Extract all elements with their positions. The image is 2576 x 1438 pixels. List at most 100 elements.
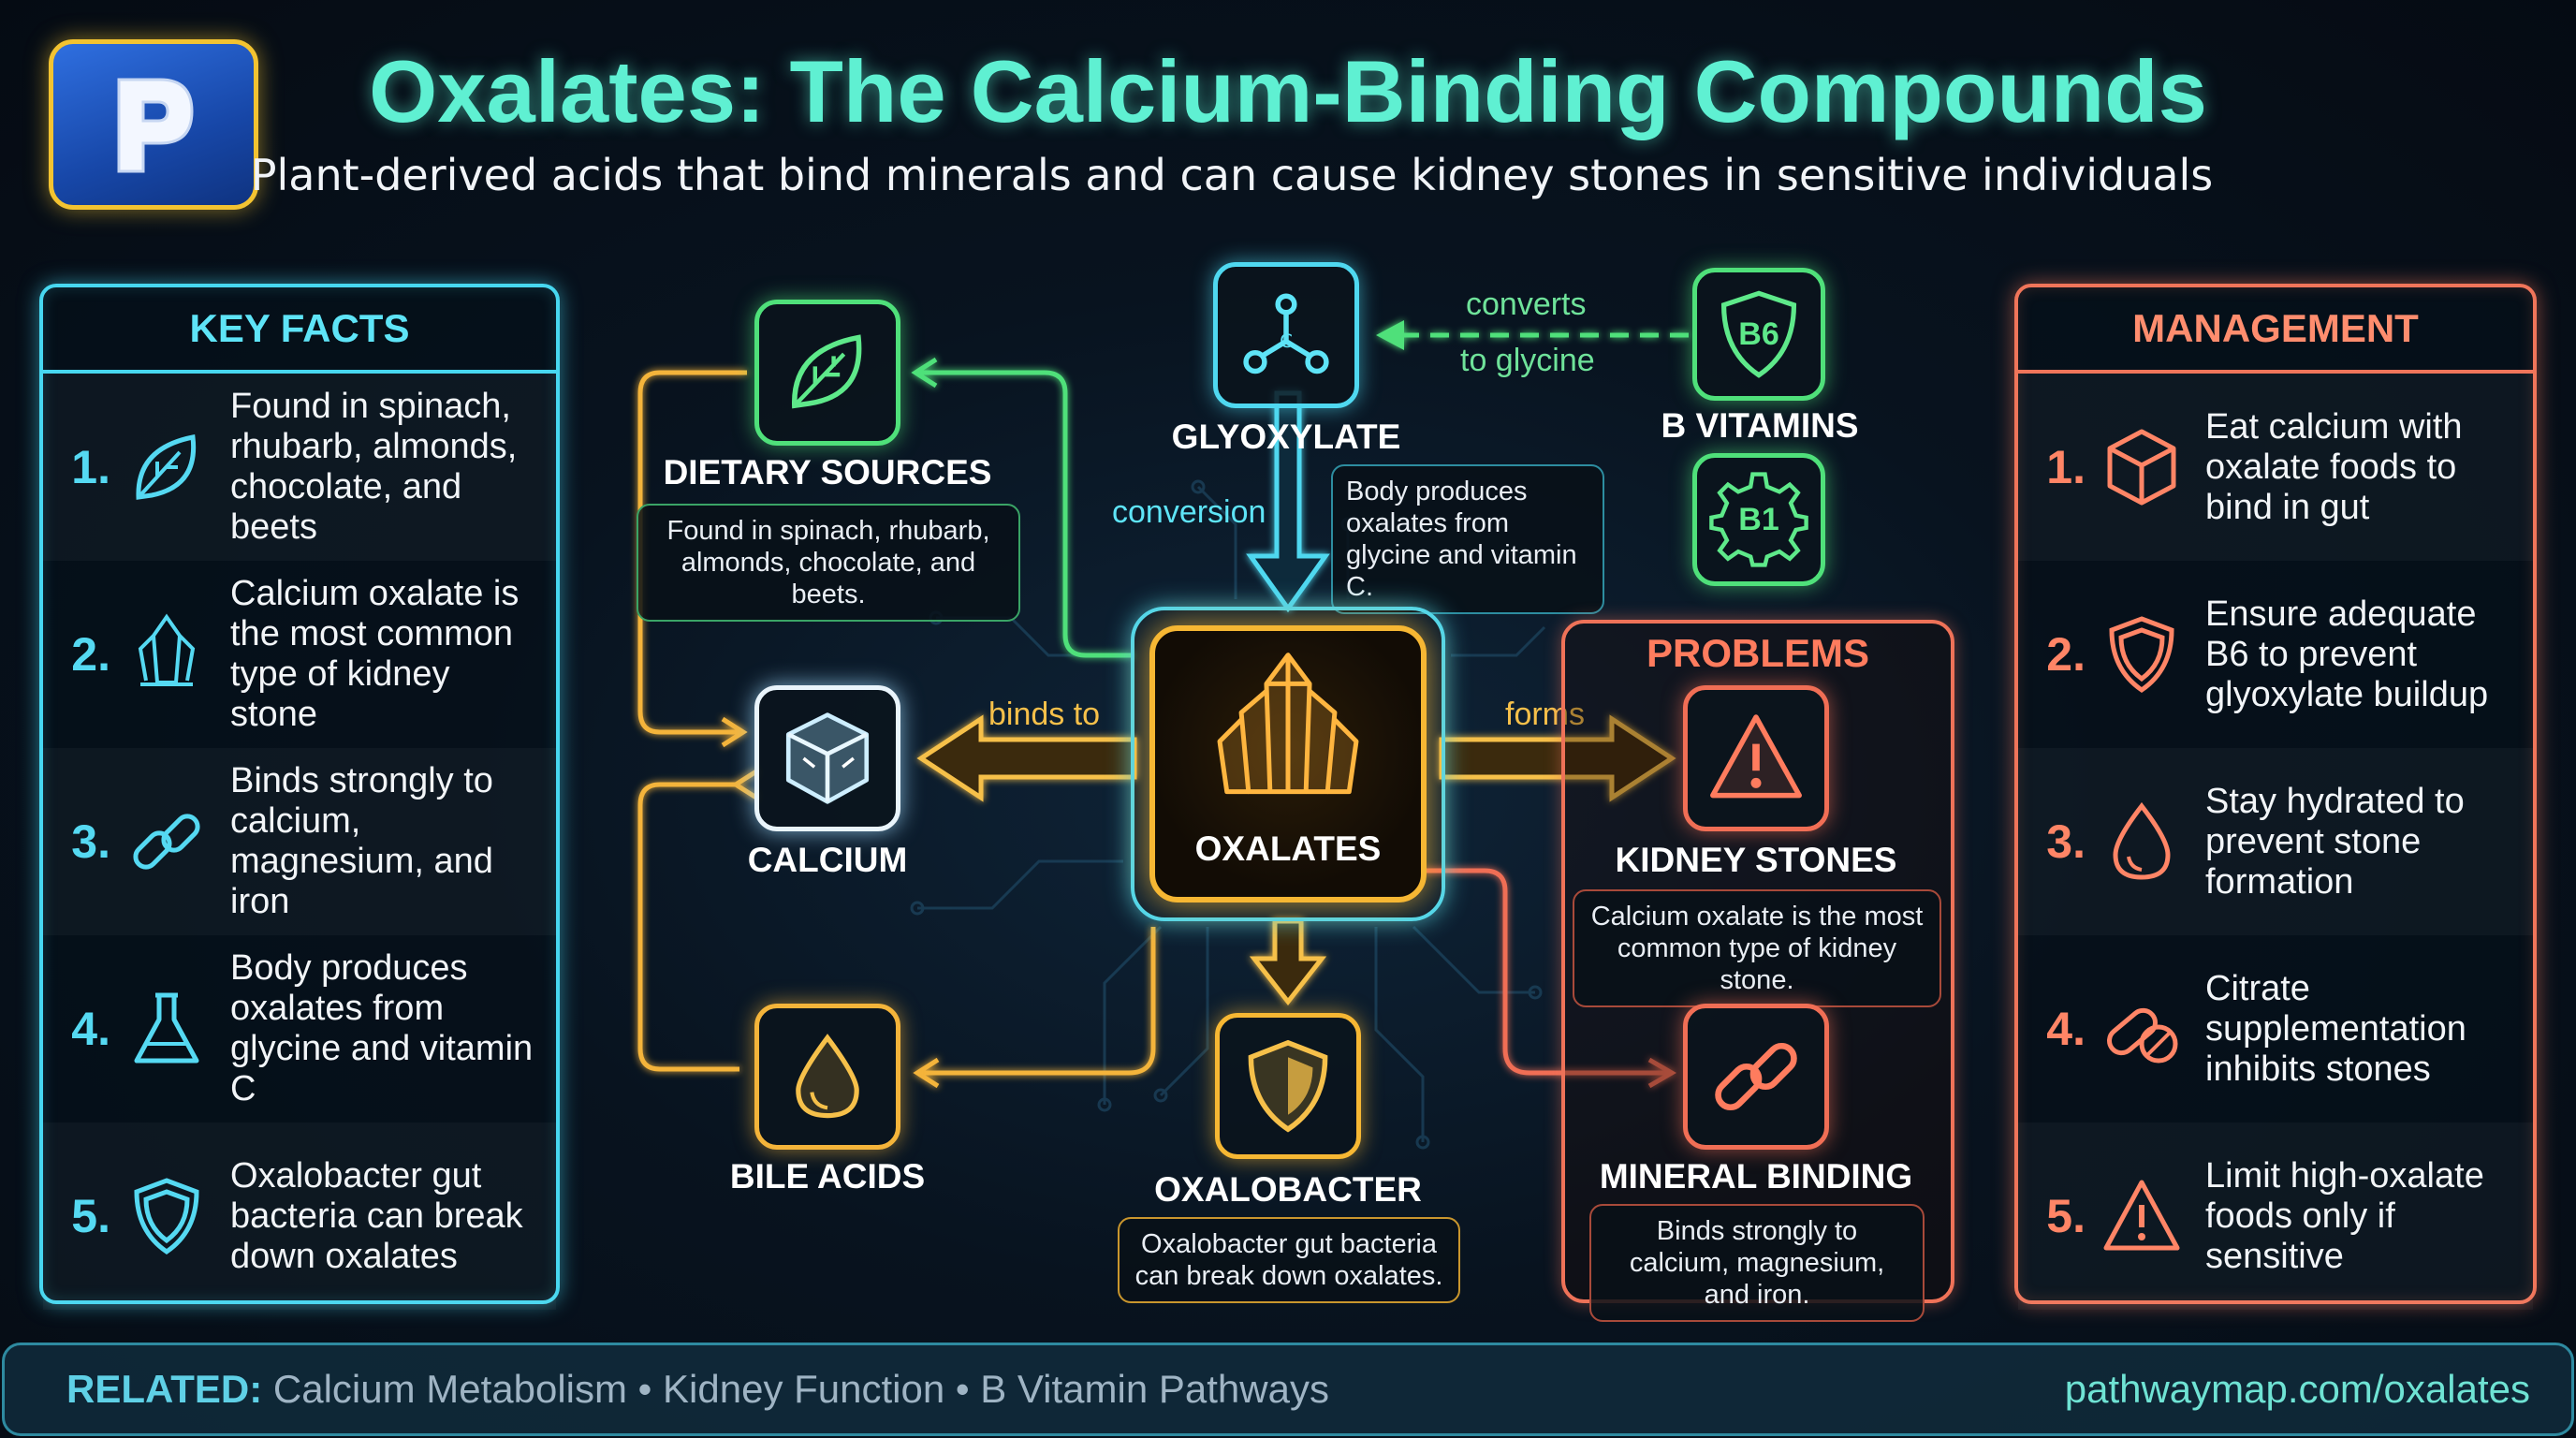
edge-label-binds-to: binds to	[988, 697, 1101, 732]
mineral-binding-desc: Binds strongly to calcium, magnesium, an…	[1589, 1204, 1925, 1322]
shield-icon	[1720, 290, 1797, 378]
dietary-sources-desc: Found in spinach, rhubarb, almonds, choc…	[637, 504, 1020, 622]
management-item: 2. Ensure adequate B6 to prevent glyoxyl…	[2018, 561, 2533, 748]
key-fact-text: Binds strongly to calcium, magnesium, an…	[230, 761, 493, 921]
vitamin-b6-node[interactable]: B6	[1692, 268, 1825, 401]
gear-icon	[1709, 472, 1808, 567]
related-links: RELATED: Calcium Metabolism • Kidney Fun…	[66, 1367, 1329, 1412]
footer-url-link[interactable]: pathwaymap.com/oxalates	[2064, 1367, 2530, 1411]
edge-label-converts: converts	[1466, 286, 1587, 322]
kidney-stones-label: KIDNEY STONES	[1615, 841, 1897, 879]
oxalates-center-node[interactable]: OXALATES	[1149, 625, 1427, 902]
management-item: 1. Eat calcium with oxalate foods to bin…	[2018, 374, 2533, 561]
edge-label-conversion: conversion	[1112, 494, 1266, 530]
key-facts-list: 1. Found in spinach, rhubarb, almonds, c…	[43, 374, 556, 1310]
edge-oxalates-dietary	[911, 357, 1133, 658]
oxalates-label: OXALATES	[1194, 829, 1382, 868]
key-facts-panel: KEY FACTS 1. Found in spinach, rhubarb, …	[39, 284, 560, 1304]
management-text: Stay hydrated to prevent stone formation	[2205, 781, 2465, 902]
key-fact-number: 1.	[71, 441, 110, 493]
management-text: Eat calcium with oxalate foods to bind i…	[2205, 406, 2463, 527]
dietary-sources-node[interactable]	[754, 300, 900, 446]
key-fact-number: 5.	[71, 1190, 110, 1242]
glyoxylate-node[interactable]: C	[1213, 262, 1359, 408]
vitamin-b6-text: B6	[1738, 315, 1779, 352]
key-fact-item: 3. Binds strongly to calcium, magnesium,…	[43, 748, 556, 935]
key-fact-item: 4. Body produces oxalates from glycine a…	[43, 935, 556, 1123]
key-fact-item: 5. Oxalobacter gut bacteria can break do…	[43, 1123, 556, 1310]
key-fact-number: 3.	[71, 815, 110, 868]
management-number: 2.	[2046, 628, 2086, 681]
kidney-stones-desc: Calcium oxalate is the most common type …	[1573, 889, 1941, 1007]
footer-bar: RELATED: Calcium Metabolism • Kidney Fun…	[2, 1343, 2574, 1436]
management-list: 1. Eat calcium with oxalate foods to bin…	[2018, 374, 2533, 1310]
mineral-binding-label: MINERAL BINDING	[1599, 1157, 1913, 1196]
edge-oxalates-bile	[913, 927, 1156, 1089]
management-number: 1.	[2046, 441, 2086, 493]
oxalobacter-label: OXALOBACTER	[1154, 1170, 1422, 1209]
edge-oxalates-calcium	[916, 714, 1137, 802]
b-vitamins-label: B VITAMINS	[1661, 406, 1859, 445]
oxalates-center-frame	[1131, 607, 1445, 921]
crystal-icon	[1217, 653, 1359, 795]
mineral-binding-node[interactable]	[1683, 1004, 1829, 1150]
bile-acids-label: BILE ACIDS	[729, 1157, 926, 1196]
calcium-node[interactable]	[754, 685, 900, 831]
chain-link-icon	[133, 814, 200, 870]
oxalobacter-desc: Oxalobacter gut bacteria can break down …	[1118, 1217, 1460, 1303]
management-number: 5.	[2046, 1190, 2086, 1242]
management-panel: MANAGEMENT 1. Eat calcium with oxalate f…	[2014, 284, 2537, 1304]
molecule-icon: C	[1243, 293, 1329, 374]
management-number: 4.	[2046, 1003, 2086, 1055]
key-fact-item: 2. Calcium oxalate is the most common ty…	[43, 561, 556, 748]
page-subtitle: Plant-derived acids that bind minerals a…	[250, 150, 2214, 200]
management-item: 4. Citrate supplementation inhibits ston…	[2018, 935, 2533, 1123]
bile-acids-node[interactable]	[754, 1004, 900, 1150]
dietary-sources-label: DIETARY SOURCES	[663, 453, 992, 492]
problems-heading: PROBLEMS	[1646, 631, 1869, 675]
edge-bvitamins-glyoxylate	[1376, 320, 1689, 350]
shield-icon	[134, 1178, 199, 1255]
management-item: 5. Limit high-oxalate foods only if sens…	[2018, 1123, 2533, 1310]
edge-label-forms: forms	[1505, 697, 1585, 732]
management-text: Ensure adequate B6 to prevent glyoxylate…	[2205, 594, 2489, 714]
vitamin-b1-node[interactable]: B1	[1692, 453, 1825, 586]
management-number: 3.	[2046, 815, 2086, 868]
pill-icon	[2107, 1007, 2178, 1064]
key-fact-text: Calcium oxalate is the most common type …	[230, 574, 520, 734]
leaf-icon	[136, 434, 197, 500]
edge-glyoxylate-oxalates	[1246, 390, 1330, 613]
leaf-icon	[792, 334, 862, 409]
cube-icon	[2107, 429, 2176, 506]
edge-oxalates-oxalobacter	[1249, 918, 1327, 1006]
management-text: Limit high-oxalate foods only if sensiti…	[2205, 1155, 2484, 1276]
ice-cube-icon	[785, 712, 870, 804]
oxalobacter-node[interactable]	[1215, 1013, 1361, 1159]
shield-icon	[1248, 1039, 1328, 1133]
key-fact-text: Oxalobacter gut bacteria can break down …	[230, 1155, 523, 1276]
related-items[interactable]: Calcium Metabolism • Kidney Function • B…	[272, 1367, 1329, 1411]
drop-icon	[796, 1034, 859, 1119]
related-label: RELATED:	[66, 1367, 273, 1411]
edge-oxalates-kidney	[1439, 714, 1676, 802]
management-item: 3. Stay hydrated to prevent stone format…	[2018, 748, 2533, 935]
pathwaymap-logo	[49, 39, 258, 210]
flask-icon	[134, 992, 199, 1064]
key-fact-number: 4.	[71, 1003, 110, 1055]
warning-icon	[1710, 714, 1802, 799]
key-fact-item: 1. Found in spinach, rhubarb, almonds, c…	[43, 374, 556, 561]
key-fact-text: Body produces oxalates from glycine and …	[230, 948, 534, 1108]
glyoxylate-desc: Body produces oxalates from glycine and …	[1331, 464, 1604, 614]
shield-icon	[2109, 616, 2174, 694]
page-title: Oxalates: The Calcium-Binding Compounds	[369, 42, 2207, 140]
logo-p-glyph-icon	[117, 78, 194, 173]
kidney-stones-node[interactable]	[1683, 685, 1829, 831]
key-fact-text: Found in spinach, rhubarb, almonds, choc…	[230, 387, 518, 547]
glyoxylate-label: GLYOXYLATE	[1171, 418, 1401, 456]
warning-icon	[2103, 1180, 2180, 1251]
water-drop-icon	[2113, 801, 2171, 880]
management-heading: MANAGEMENT	[2018, 287, 2533, 374]
edge-oxalates-mineral	[1423, 868, 1676, 1089]
key-fact-number: 2.	[71, 628, 110, 681]
